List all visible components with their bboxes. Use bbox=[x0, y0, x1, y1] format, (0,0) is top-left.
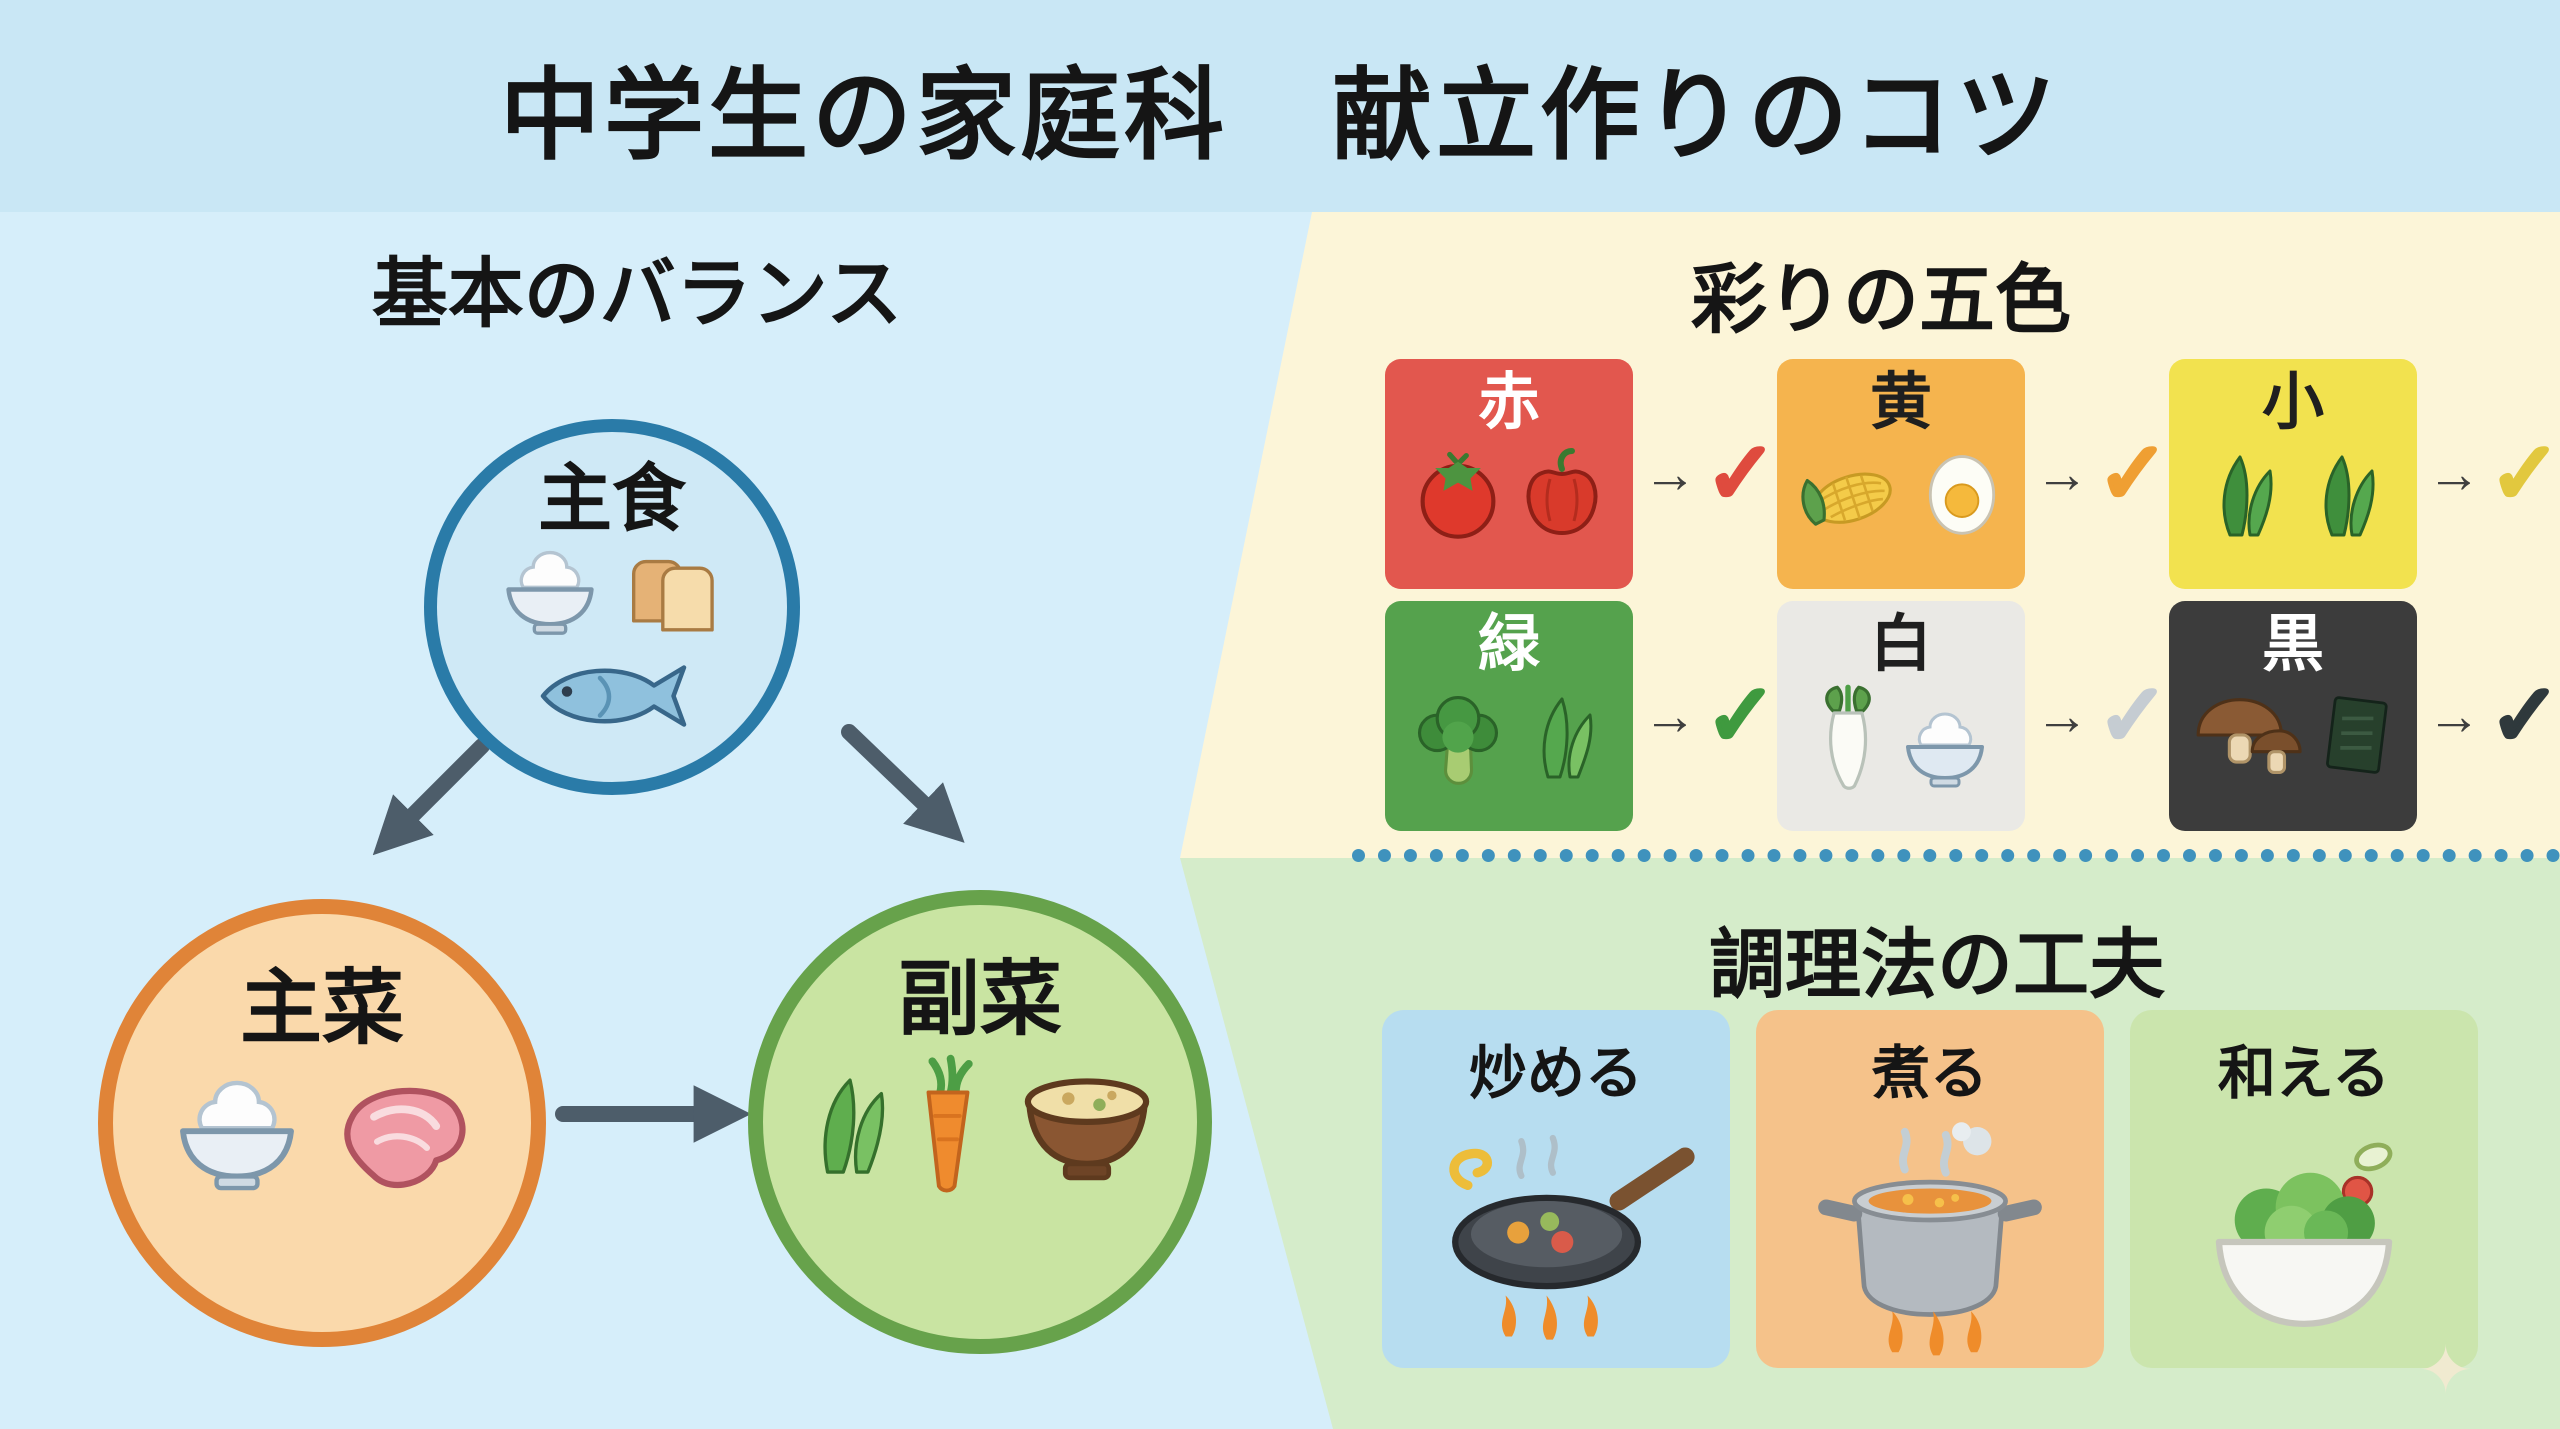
arrow-right-icon: → bbox=[2034, 686, 2089, 746]
side-dish-icons bbox=[794, 1051, 1166, 1199]
circle-staple-food: 主食 bbox=[424, 419, 800, 795]
color-cell-yellow: 黄 → ✓ bbox=[1777, 358, 2172, 590]
meat-icon bbox=[344, 1087, 466, 1189]
leafy-greens-icon bbox=[2324, 455, 2375, 537]
cook-card-simmer-label: 煮る bbox=[1871, 1041, 1988, 1106]
main-dish-icons bbox=[161, 1064, 483, 1210]
cooking-heading: 調理法の工夫 bbox=[1709, 923, 2165, 1008]
cooking-cards: 炒める 煮る bbox=[1382, 1010, 2478, 1368]
check-icon: ✓ bbox=[1702, 666, 1779, 767]
staple-icons bbox=[492, 538, 732, 650]
fish-icon bbox=[540, 664, 687, 727]
daikon-icon bbox=[1825, 684, 1871, 791]
frying-pan-icon bbox=[1449, 1134, 1695, 1340]
arrow-right-icon: → bbox=[1642, 444, 1697, 504]
arrow-right-icon: → bbox=[2426, 444, 2481, 504]
rice-bowl-icon bbox=[1905, 712, 1984, 788]
color-card-green-label: 緑 bbox=[1477, 610, 1540, 679]
color-cell-red: 赤 → ✓ bbox=[1385, 358, 1780, 590]
color-card-green: 緑 bbox=[1385, 601, 1633, 831]
color-card-red: 赤 bbox=[1385, 359, 1633, 589]
rice-bowl-icon bbox=[180, 1080, 294, 1191]
color-cell-black: 黒 → ✓ bbox=[2169, 600, 2560, 832]
color-cell-white: 白 → ✓ bbox=[1777, 600, 2172, 832]
check-icon: ✓ bbox=[2094, 424, 2171, 525]
cook-card-stir-fry: 炒める bbox=[1382, 1010, 1730, 1368]
color-card-light-yellow-label: 小 bbox=[2261, 368, 2324, 437]
color-cell-green: 緑 → ✓ bbox=[1385, 600, 1780, 832]
soup-bowl-icon bbox=[1024, 1078, 1150, 1181]
circle-side-dish: 副菜 bbox=[748, 890, 1212, 1354]
color-card-red-label: 赤 bbox=[1477, 368, 1540, 437]
nori-icon bbox=[2326, 696, 2388, 774]
circle-staple-food-label: 主食 bbox=[538, 457, 686, 540]
title-bar: 中学生の家庭科 献立作りのコツ bbox=[0, 0, 2560, 212]
cook-card-stir-fry-label: 炒める bbox=[1468, 1041, 1643, 1106]
carrot-icon bbox=[926, 1054, 973, 1193]
rice-bowl-icon bbox=[506, 550, 594, 635]
mushroom-icon bbox=[2196, 698, 2302, 775]
sparkle-icon: ✦ bbox=[2418, 1333, 2474, 1407]
page-title: 中学生の家庭科 献立作りのコツ bbox=[500, 59, 2060, 172]
dotted-divider bbox=[1352, 849, 2560, 862]
check-icon: ✓ bbox=[2094, 666, 2171, 767]
color-card-light-yellow: 小 bbox=[2169, 359, 2417, 589]
spinach-icon bbox=[1542, 697, 1593, 779]
color-cell-light-yellow: 小 → ✓ bbox=[2169, 358, 2560, 590]
color-card-black: 黒 bbox=[2169, 601, 2417, 831]
leafy-greens-icon bbox=[2222, 455, 2273, 537]
balance-heading: 基本のバランス bbox=[371, 252, 903, 337]
greens-icon bbox=[823, 1078, 885, 1174]
circle-main-dish: 主菜 bbox=[98, 899, 546, 1347]
arrow-right-icon: → bbox=[1642, 686, 1697, 746]
bread-icon bbox=[632, 559, 714, 632]
broccoli-icon bbox=[1417, 696, 1499, 786]
color-card-yellow: 黄 bbox=[1777, 359, 2025, 589]
boiled-egg-icon bbox=[1928, 455, 1996, 535]
arrow-right-icon: → bbox=[2426, 686, 2481, 746]
cook-card-dress: 和える bbox=[2130, 1010, 2478, 1368]
arrow-right-icon: → bbox=[2034, 444, 2089, 504]
five-colors-heading: 彩りの五色 bbox=[1691, 258, 2071, 343]
color-card-white-label: 白 bbox=[1869, 610, 1932, 679]
check-icon: ✓ bbox=[2486, 424, 2560, 525]
circle-side-dish-label: 副菜 bbox=[897, 954, 1062, 1045]
pot-icon bbox=[1818, 1122, 2042, 1356]
red-pepper-icon bbox=[1526, 448, 1598, 536]
cook-card-dress-label: 和える bbox=[2217, 1041, 2391, 1106]
check-icon: ✓ bbox=[1702, 424, 1779, 525]
corn-icon bbox=[1801, 472, 1892, 526]
five-colors-grid: 赤 → ✓ 黄 bbox=[1385, 358, 2560, 832]
color-card-white: 白 bbox=[1777, 601, 2025, 831]
check-icon: ✓ bbox=[2486, 666, 2560, 767]
color-card-black-label: 黒 bbox=[2261, 610, 2324, 679]
tomato-icon bbox=[1420, 452, 1496, 539]
color-card-yellow-label: 黄 bbox=[1869, 368, 1932, 437]
salad-bowl-icon bbox=[2215, 1142, 2393, 1328]
cook-card-simmer: 煮る bbox=[1756, 1010, 2104, 1368]
circle-main-dish-label: 主菜 bbox=[239, 963, 404, 1054]
